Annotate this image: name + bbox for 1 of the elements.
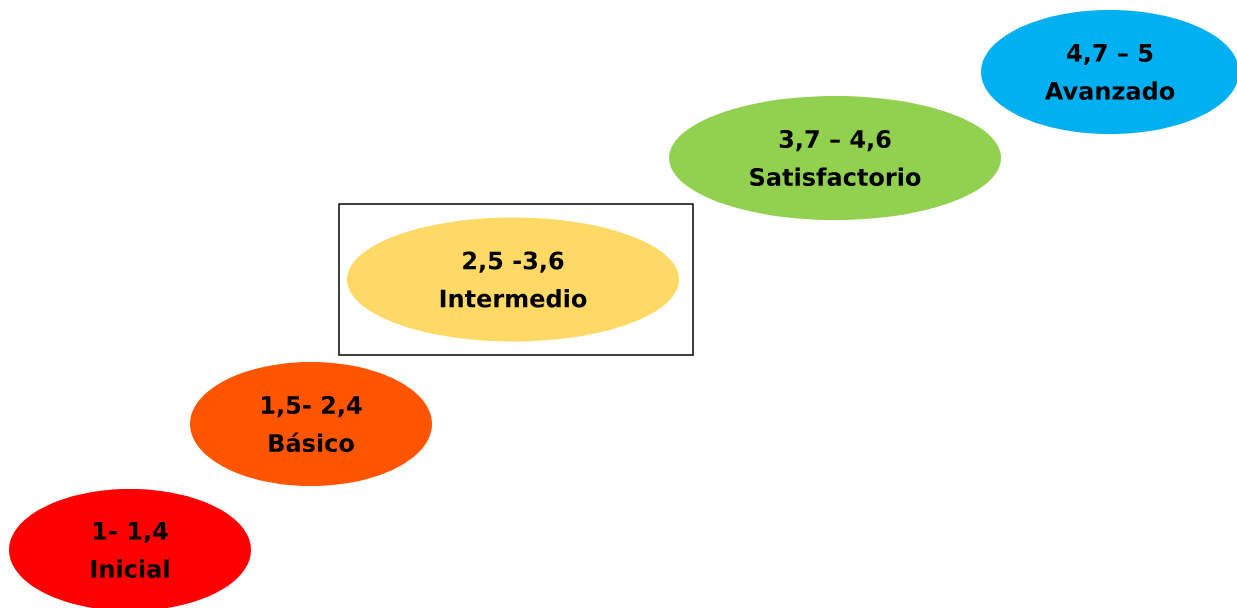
frame-box bbox=[338, 203, 694, 356]
